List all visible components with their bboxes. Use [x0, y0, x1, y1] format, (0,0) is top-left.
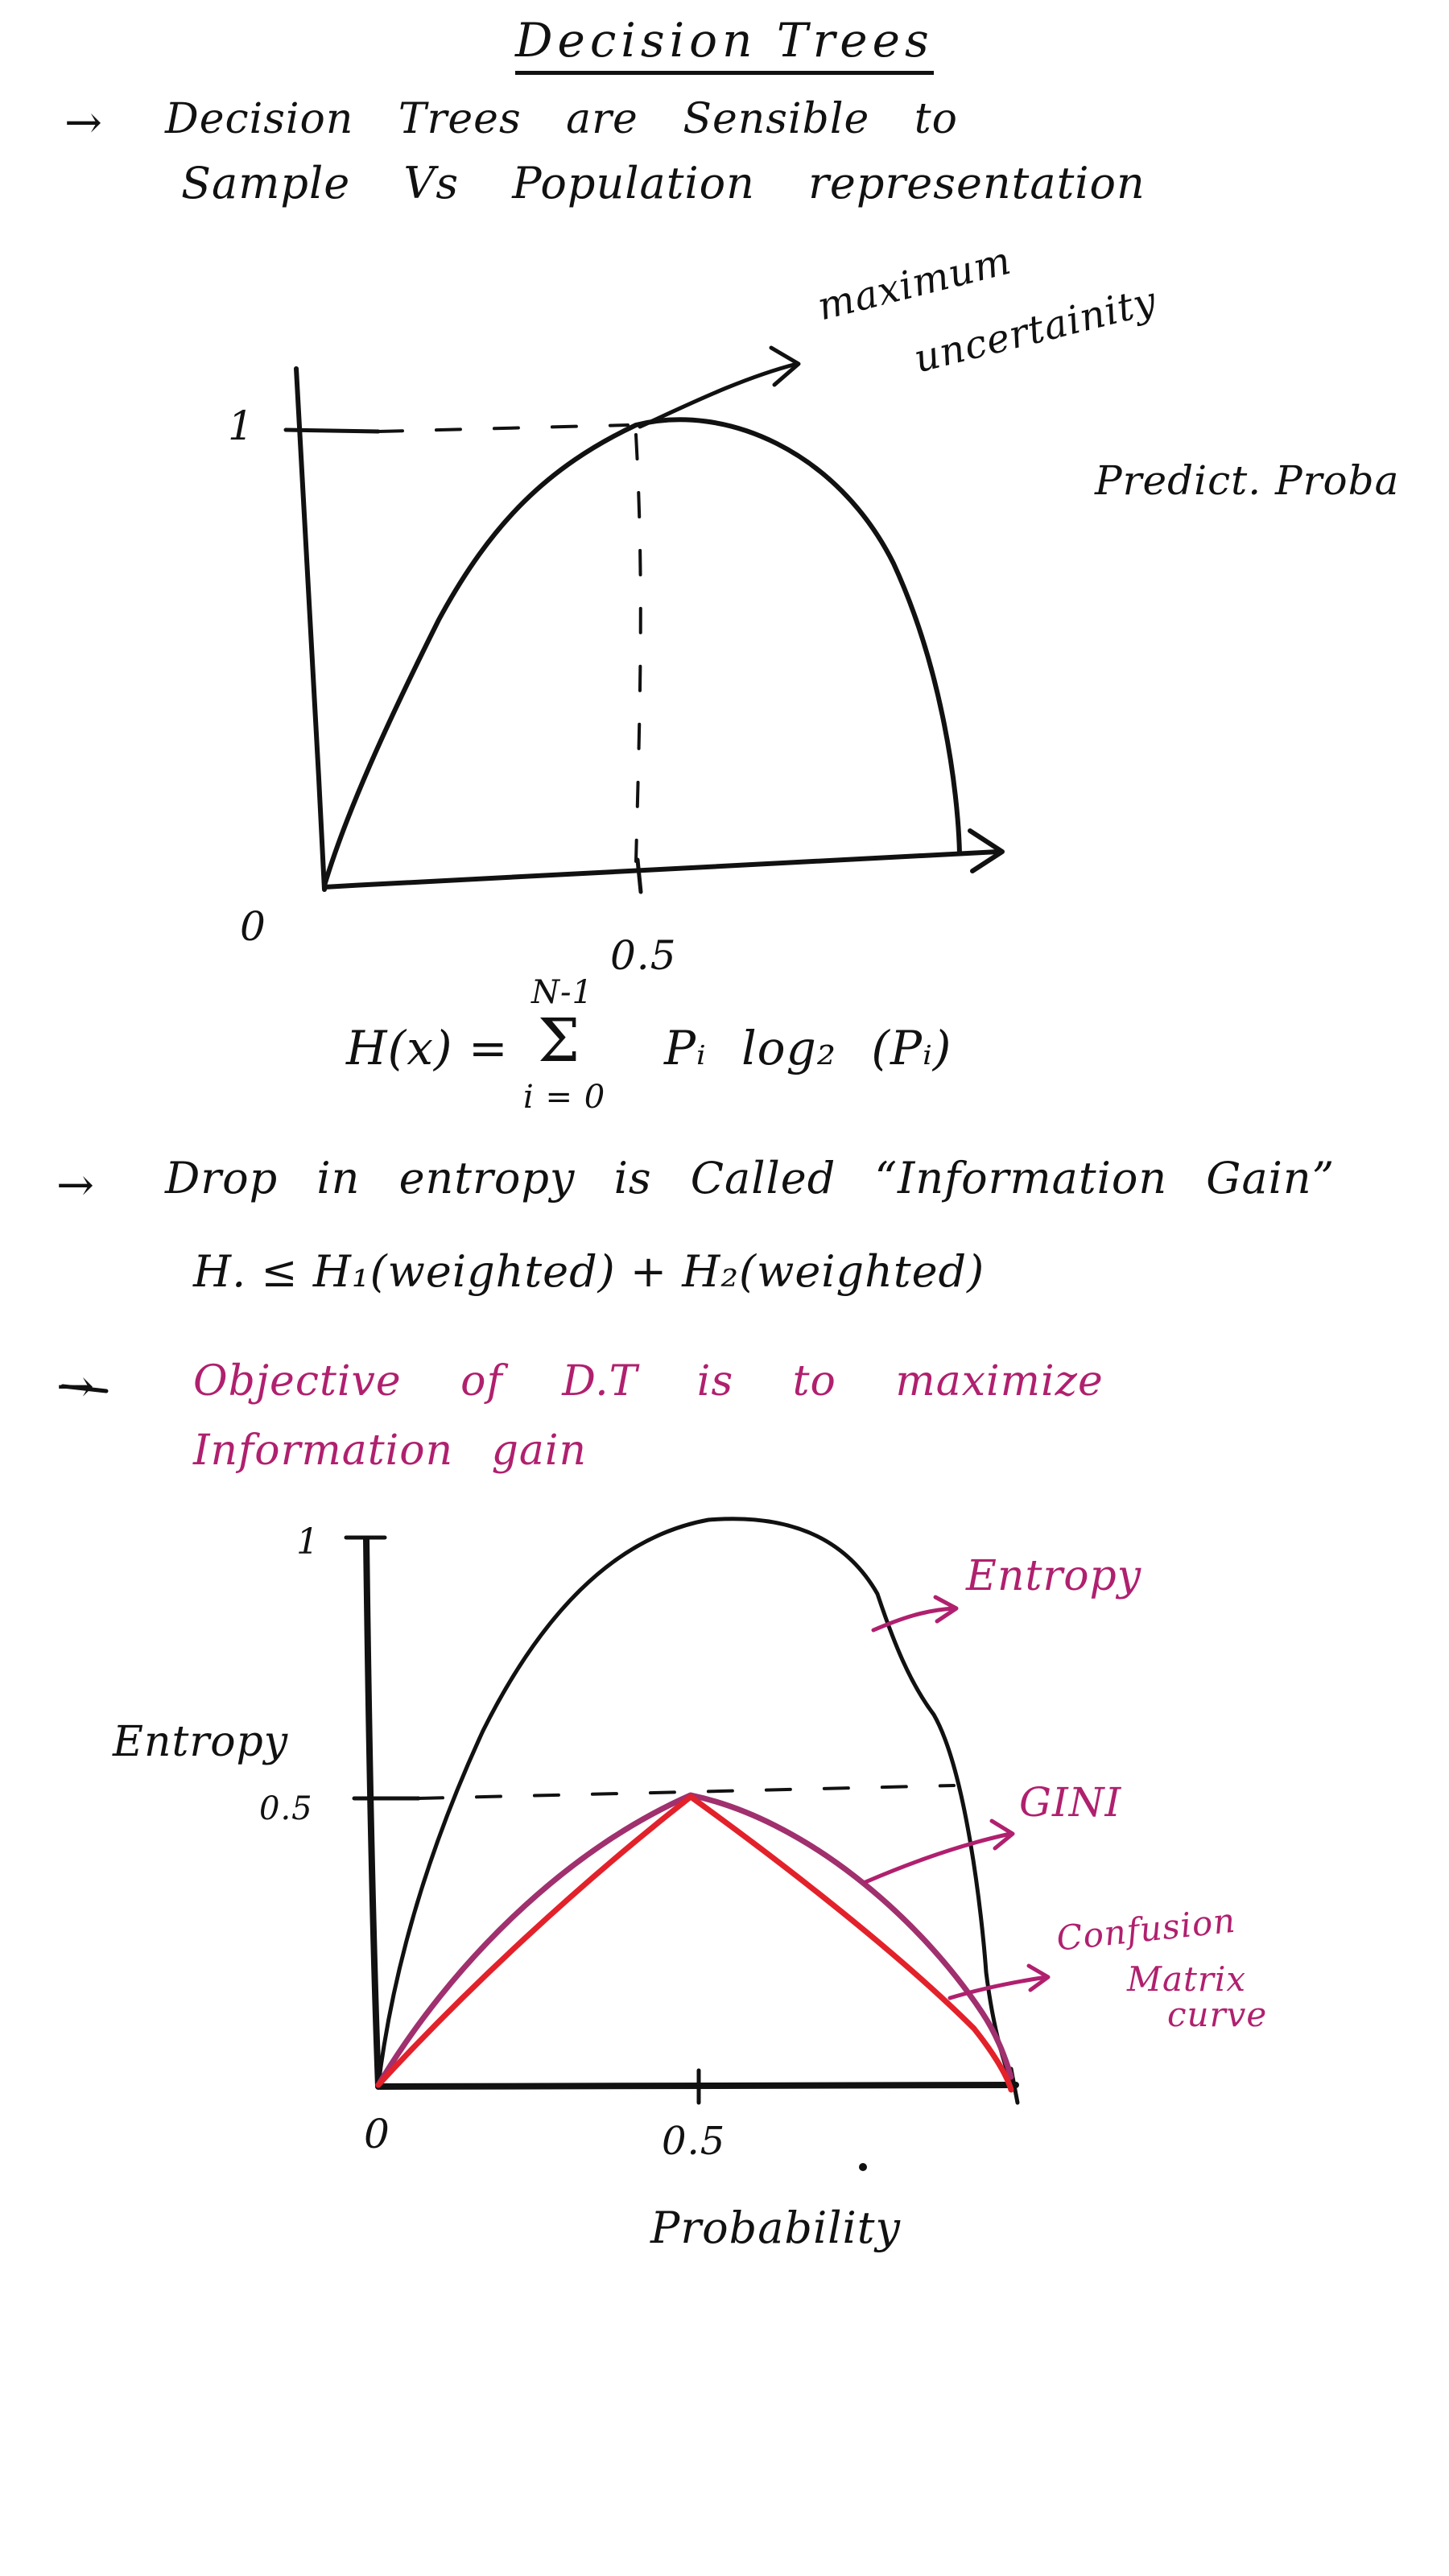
chart-1-half-dashed-line	[634, 433, 642, 863]
gini-label-arrowhead	[989, 1818, 1015, 1851]
chart-2-confusion-curve	[375, 1794, 1014, 2093]
chart-1-x-tick-mark	[635, 857, 643, 894]
formula-sigma: Σ	[538, 1006, 581, 1075]
stray-ink-dot	[859, 2163, 867, 2171]
bullet-2-line-1: Drop in entropy is Called “Information G…	[165, 1153, 1335, 1203]
chart-1-y-tick-1: 1	[228, 402, 254, 449]
entropy-label-arrowhead	[933, 1595, 959, 1624]
chart-1-x-tick-label: 0.5	[610, 932, 677, 979]
peak-annotation-arrowhead	[769, 345, 801, 387]
chart-2-gini-curve	[375, 1792, 1014, 2088]
chart-1-x-axis	[322, 849, 1001, 890]
bullet-1-line-2: Sample Vs Population representation	[181, 158, 1146, 208]
confusion-label-arrow	[947, 1975, 1049, 2000]
formula-lhs: H(x) =	[346, 1021, 509, 1075]
confusion-label-arrowhead	[1026, 1963, 1051, 1992]
bullet-2-line-2: H. ≤ H₁(weighted) + H₂(weighted)	[193, 1246, 985, 1297]
gini-label-arrow	[863, 1831, 1013, 1885]
chart-2-y-tick-1: 1	[296, 1521, 320, 1563]
bullet-3-arrow-stroke	[60, 1384, 109, 1393]
chart-2-y-tick-half: 0.5	[259, 1790, 313, 1827]
confusion-curve-label-line-3: curve	[1167, 1995, 1268, 2034]
chart-2-entropy-curve	[376, 1517, 1015, 2089]
gini-curve-label: GINI	[1019, 1779, 1122, 1826]
chart-2-y-axis	[363, 1536, 382, 2090]
formula-upper-limit: N-1	[531, 974, 593, 1011]
chart-2-x-axis-label: Probability	[650, 2202, 902, 2253]
entropy-label-arrow	[871, 1606, 956, 1633]
chart-1-entropy-curve	[322, 417, 962, 888]
chart-2-origin-label: 0	[364, 2111, 390, 2157]
bullet-3-line-1: Objective of D.T is to maximize	[193, 1357, 1104, 1406]
chart-1-x-axis-arrowhead	[968, 828, 1005, 873]
chart-1-y-axis	[294, 366, 327, 892]
chart-1-y-tick-mark	[283, 427, 381, 434]
chart-2-x-tick-label: 0.5	[662, 2119, 726, 2164]
bullet-3-line-2: Information gain	[193, 1426, 588, 1475]
chart-2-y-axis-label: Entropy	[113, 1718, 289, 1766]
peak-annotation-arrow	[638, 361, 799, 429]
bullet-arrow-icon: →	[64, 97, 103, 149]
chart-1-origin-label: 0	[240, 903, 266, 950]
confusion-curve-label-line-2: Matrix	[1127, 1959, 1247, 1999]
chart-1-max-dashed-line	[377, 423, 630, 433]
formula-lower-limit: i = 0	[523, 1079, 606, 1116]
formula-body: Pᵢ log₂ (Pᵢ)	[664, 1021, 952, 1075]
bullet-1-line-1: Decision Trees are Sensible to	[165, 95, 958, 143]
page-title: Decision Trees	[515, 13, 934, 75]
entropy-curve-label: Entropy	[966, 1552, 1142, 1600]
side-note-predict-proba: Predict. Proba	[1095, 457, 1400, 504]
bullet-arrow-icon: →	[56, 1159, 95, 1212]
